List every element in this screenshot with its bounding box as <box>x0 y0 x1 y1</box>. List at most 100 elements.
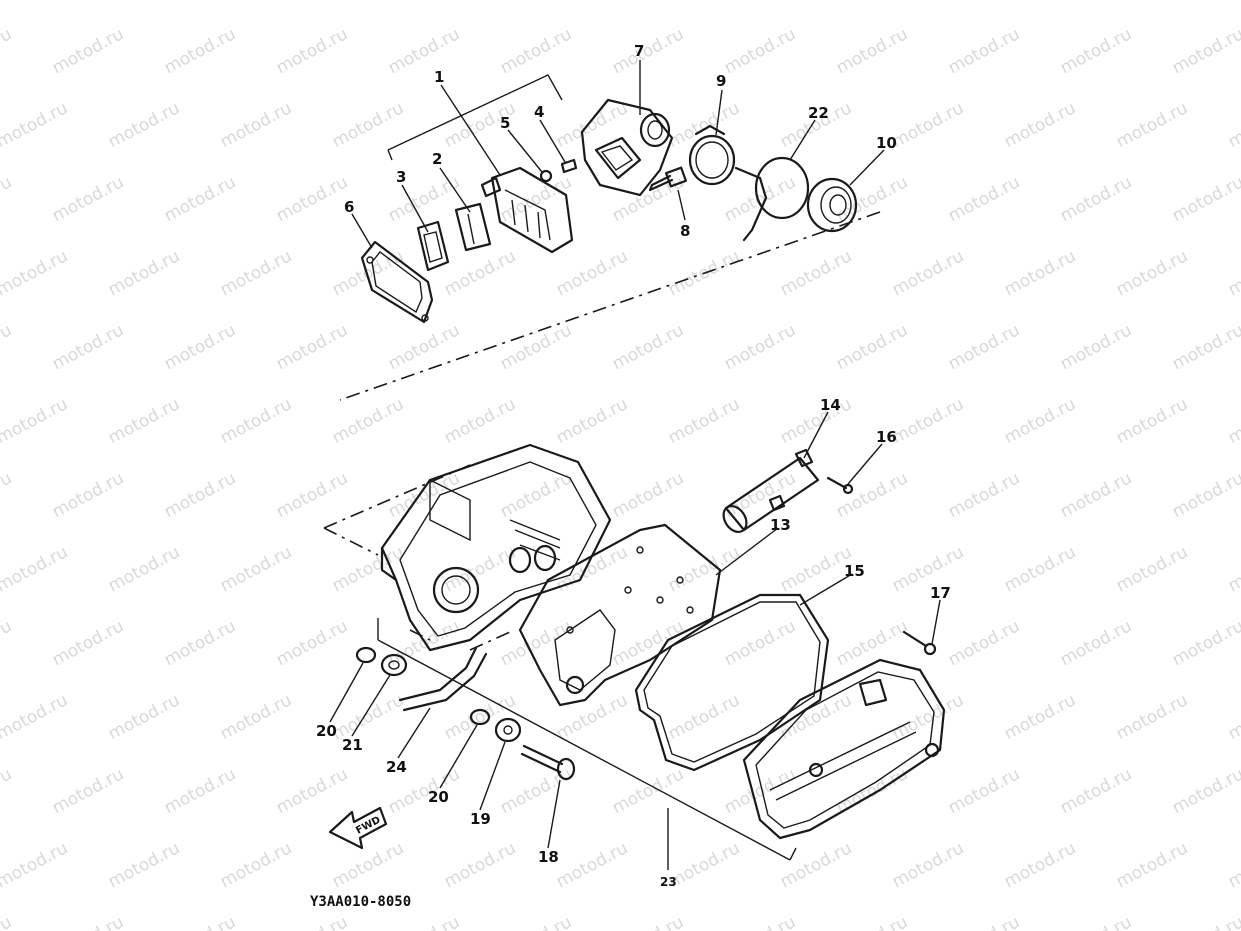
fwd-arrow-icon: FWD <box>328 806 388 850</box>
watermark-text: motod.ru <box>833 912 911 931</box>
watermark-text: motod.ru <box>1001 246 1079 300</box>
watermark-text: motod.ru <box>777 246 855 300</box>
watermark-text: motod.ru <box>1057 912 1135 931</box>
watermark-text: motod.ru <box>385 320 463 374</box>
watermark-text: motod.ru <box>889 690 967 744</box>
part-7-intake-manifold <box>580 98 674 197</box>
watermark-text: motod.ru <box>0 246 71 300</box>
watermark-text: motod.ru <box>217 838 295 892</box>
part-1-reed-block <box>480 166 574 254</box>
watermark-text: motod.ru <box>889 98 967 152</box>
watermark-text: motod.ru <box>889 246 967 300</box>
watermark-text: motod.ru <box>1225 98 1241 152</box>
watermark-text: motod.ru <box>49 912 127 931</box>
watermark-text: motod.ru <box>0 616 15 670</box>
watermark-text: motod.ru <box>161 320 239 374</box>
watermark-text: motod.ru <box>553 0 631 4</box>
watermark-text: motod.ru <box>721 616 799 670</box>
watermark-text: motod.ru <box>553 542 631 596</box>
part-6-gasket <box>360 240 434 324</box>
watermark-text: motod.ru <box>329 246 407 300</box>
watermark-text: motod.ru <box>273 468 351 522</box>
watermark-text: motod.ru <box>217 246 295 300</box>
watermark-text: motod.ru <box>1057 468 1135 522</box>
callout-layer: 1 2 3 4 5 6 7 8 9 10 13 14 15 16 17 18 1… <box>316 42 951 889</box>
part-22-spring <box>734 156 810 242</box>
watermark-text: motod.ru <box>49 616 127 670</box>
watermark-text: motod.ru <box>273 912 351 931</box>
watermark-text: motod.ru <box>553 838 631 892</box>
watermark-text: motod.ru <box>1001 394 1079 448</box>
watermark-text: motod.ru <box>553 690 631 744</box>
watermark-text: motod.ru <box>665 690 743 744</box>
watermark-text: motod.ru <box>1113 98 1191 152</box>
callout-7: 7 <box>634 42 644 60</box>
part-9-clamp <box>688 124 736 186</box>
watermark-text: motod.ru <box>1169 764 1241 818</box>
watermark-text: motod.ru <box>0 24 15 78</box>
watermark-text: motod.ru <box>1001 690 1079 744</box>
watermark-text: motod.ru <box>945 616 1023 670</box>
watermark-text: motod.ru <box>161 912 239 931</box>
callout-9: 9 <box>716 72 726 90</box>
group-bracket-1-tick <box>387 149 393 161</box>
watermark-text: motod.ru <box>49 172 127 226</box>
part-4-screw <box>560 158 578 174</box>
watermark-text: motod.ru <box>1113 0 1191 4</box>
watermark-text: motod.ru <box>833 320 911 374</box>
part-14-pipe <box>722 448 820 533</box>
watermark-text: motod.ru <box>105 98 183 152</box>
watermark-text: motod.ru <box>105 542 183 596</box>
part-20-collar-right <box>469 708 491 726</box>
watermark-text: motod.ru <box>553 246 631 300</box>
watermark-text: motod.ru <box>49 468 127 522</box>
part-17-screw <box>902 630 937 656</box>
watermark-text: motod.ru <box>0 320 15 374</box>
watermark-text: motod.ru <box>889 542 967 596</box>
watermark-text: motod.ru <box>497 172 575 226</box>
callout-5: 5 <box>500 114 510 132</box>
watermark-text: motod.ru <box>945 24 1023 78</box>
watermark-text: motod.ru <box>0 690 71 744</box>
watermark-text: motod.ru <box>833 468 911 522</box>
watermark-text: motod.ru <box>161 24 239 78</box>
part-18-bolt <box>520 744 576 781</box>
watermark-text: motod.ru <box>609 24 687 78</box>
watermark-text: motod.ru <box>1169 468 1241 522</box>
watermark-text: motod.ru <box>889 0 967 4</box>
air-box-case <box>380 443 612 652</box>
watermark-text: motod.ru <box>385 912 463 931</box>
watermark-text: motod.ru <box>0 394 71 448</box>
watermark-text: motod.ru <box>945 320 1023 374</box>
watermark-text: motod.ru <box>0 838 71 892</box>
watermark-text: motod.ru <box>609 764 687 818</box>
watermark-text: motod.ru <box>329 838 407 892</box>
part-2-reed-stopper <box>454 202 492 252</box>
watermark-text: motod.ru <box>721 24 799 78</box>
watermark-text: motod.ru <box>889 838 967 892</box>
part-20-collar-left <box>355 646 377 664</box>
watermark-text: motod.ru <box>1001 542 1079 596</box>
watermark-text: motod.ru <box>609 912 687 931</box>
watermark-text: motod.ru <box>0 542 71 596</box>
watermark-text: motod.ru <box>609 468 687 522</box>
watermark-text: motod.ru <box>105 246 183 300</box>
watermark-text: motod.ru <box>49 320 127 374</box>
watermark-text: motod.ru <box>273 764 351 818</box>
watermark-text: motod.ru <box>329 0 407 4</box>
callout-20b: 20 <box>428 788 449 806</box>
callout-13: 13 <box>770 516 791 534</box>
watermark-text: motod.ru <box>441 0 519 4</box>
watermark-text: motod.ru <box>1169 320 1241 374</box>
watermark-text: motod.ru <box>777 838 855 892</box>
callout-20a: 20 <box>316 722 337 740</box>
callout-8: 8 <box>680 222 690 240</box>
callout-24: 24 <box>386 758 407 776</box>
callout-19: 19 <box>470 810 491 828</box>
watermark-text: motod.ru <box>497 912 575 931</box>
group-bracket-1 <box>387 74 563 151</box>
watermark-text: motod.ru <box>329 690 407 744</box>
callout-17: 17 <box>930 584 951 602</box>
watermark-text: motod.ru <box>1169 172 1241 226</box>
watermark-text: motod.ru <box>49 764 127 818</box>
